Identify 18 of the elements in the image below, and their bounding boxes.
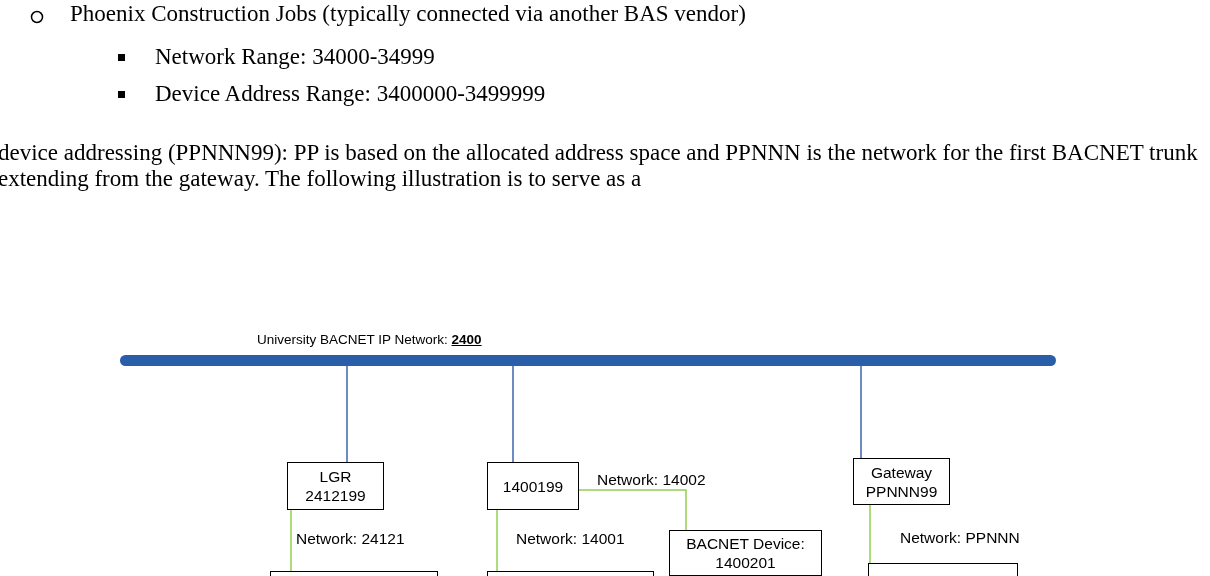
connector-line [496,509,498,572]
connector-line [290,509,292,572]
device-box [868,563,1018,576]
list-item: Phoenix Construction Jobs (typically connected via another BAS vendor) [70,0,746,27]
device-box [487,571,654,576]
network-label: University BACNET IP Network: 2400 [257,331,482,349]
device-box [270,571,438,576]
list-item: Device Address Range: 3400000-3499999 [155,80,546,107]
connector-line [512,365,514,463]
device-box: BACNET Device: 1400201 [669,530,822,576]
connector-line [346,365,348,463]
device-box: LGR 2412199 [287,462,384,510]
device-box: Gateway PPNNN99 [853,458,950,505]
connector-line [869,504,871,564]
connector-line [578,489,687,531]
connector-line [860,365,862,459]
device-box: 1400199 [487,462,579,510]
list-item: Network Range: 34000-34999 [155,43,435,70]
